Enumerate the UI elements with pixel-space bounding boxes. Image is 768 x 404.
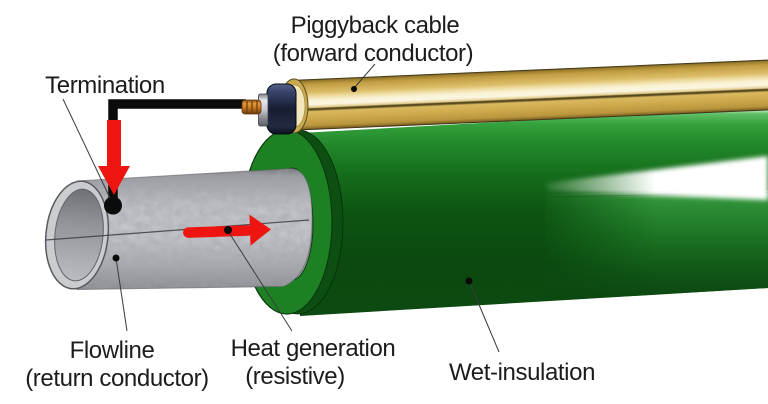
flowline-label-line2: (return conductor) <box>25 365 209 392</box>
piggyback-label-line2: (forward conductor) <box>273 40 473 67</box>
wet-insulation-label: Wet-insulation <box>449 359 595 386</box>
termination-current-arrow <box>98 120 130 195</box>
termination-dot <box>104 196 122 215</box>
flowline-leader-line <box>115 257 128 332</box>
wet-insulation-leader-line <box>468 280 500 353</box>
heat-leader-line <box>227 230 293 332</box>
piggyback-label-line1: Piggyback cable <box>291 12 460 39</box>
heat-label-line2: (resistive) <box>245 363 345 390</box>
pipe-seam-line <box>45 219 310 241</box>
flowline-leader-dot <box>112 254 120 262</box>
flowline-label-line1: Flowline <box>70 337 155 364</box>
flowline-end-bore <box>54 188 104 282</box>
connector-body <box>266 83 297 135</box>
heat-label-line1: Heat generation <box>231 335 396 362</box>
termination-label: Termination <box>45 72 165 99</box>
wet-insulation-highlight <box>545 156 768 301</box>
piggyback-leader-line <box>354 63 376 88</box>
flow-current-arrow <box>183 214 271 246</box>
piggyback-leader-dot <box>351 86 357 92</box>
termination-leader-line <box>62 98 111 199</box>
wet-insulation-leader-dot <box>465 277 473 285</box>
heat-leader-dot <box>224 226 232 234</box>
connector-copper-tip <box>241 99 262 115</box>
